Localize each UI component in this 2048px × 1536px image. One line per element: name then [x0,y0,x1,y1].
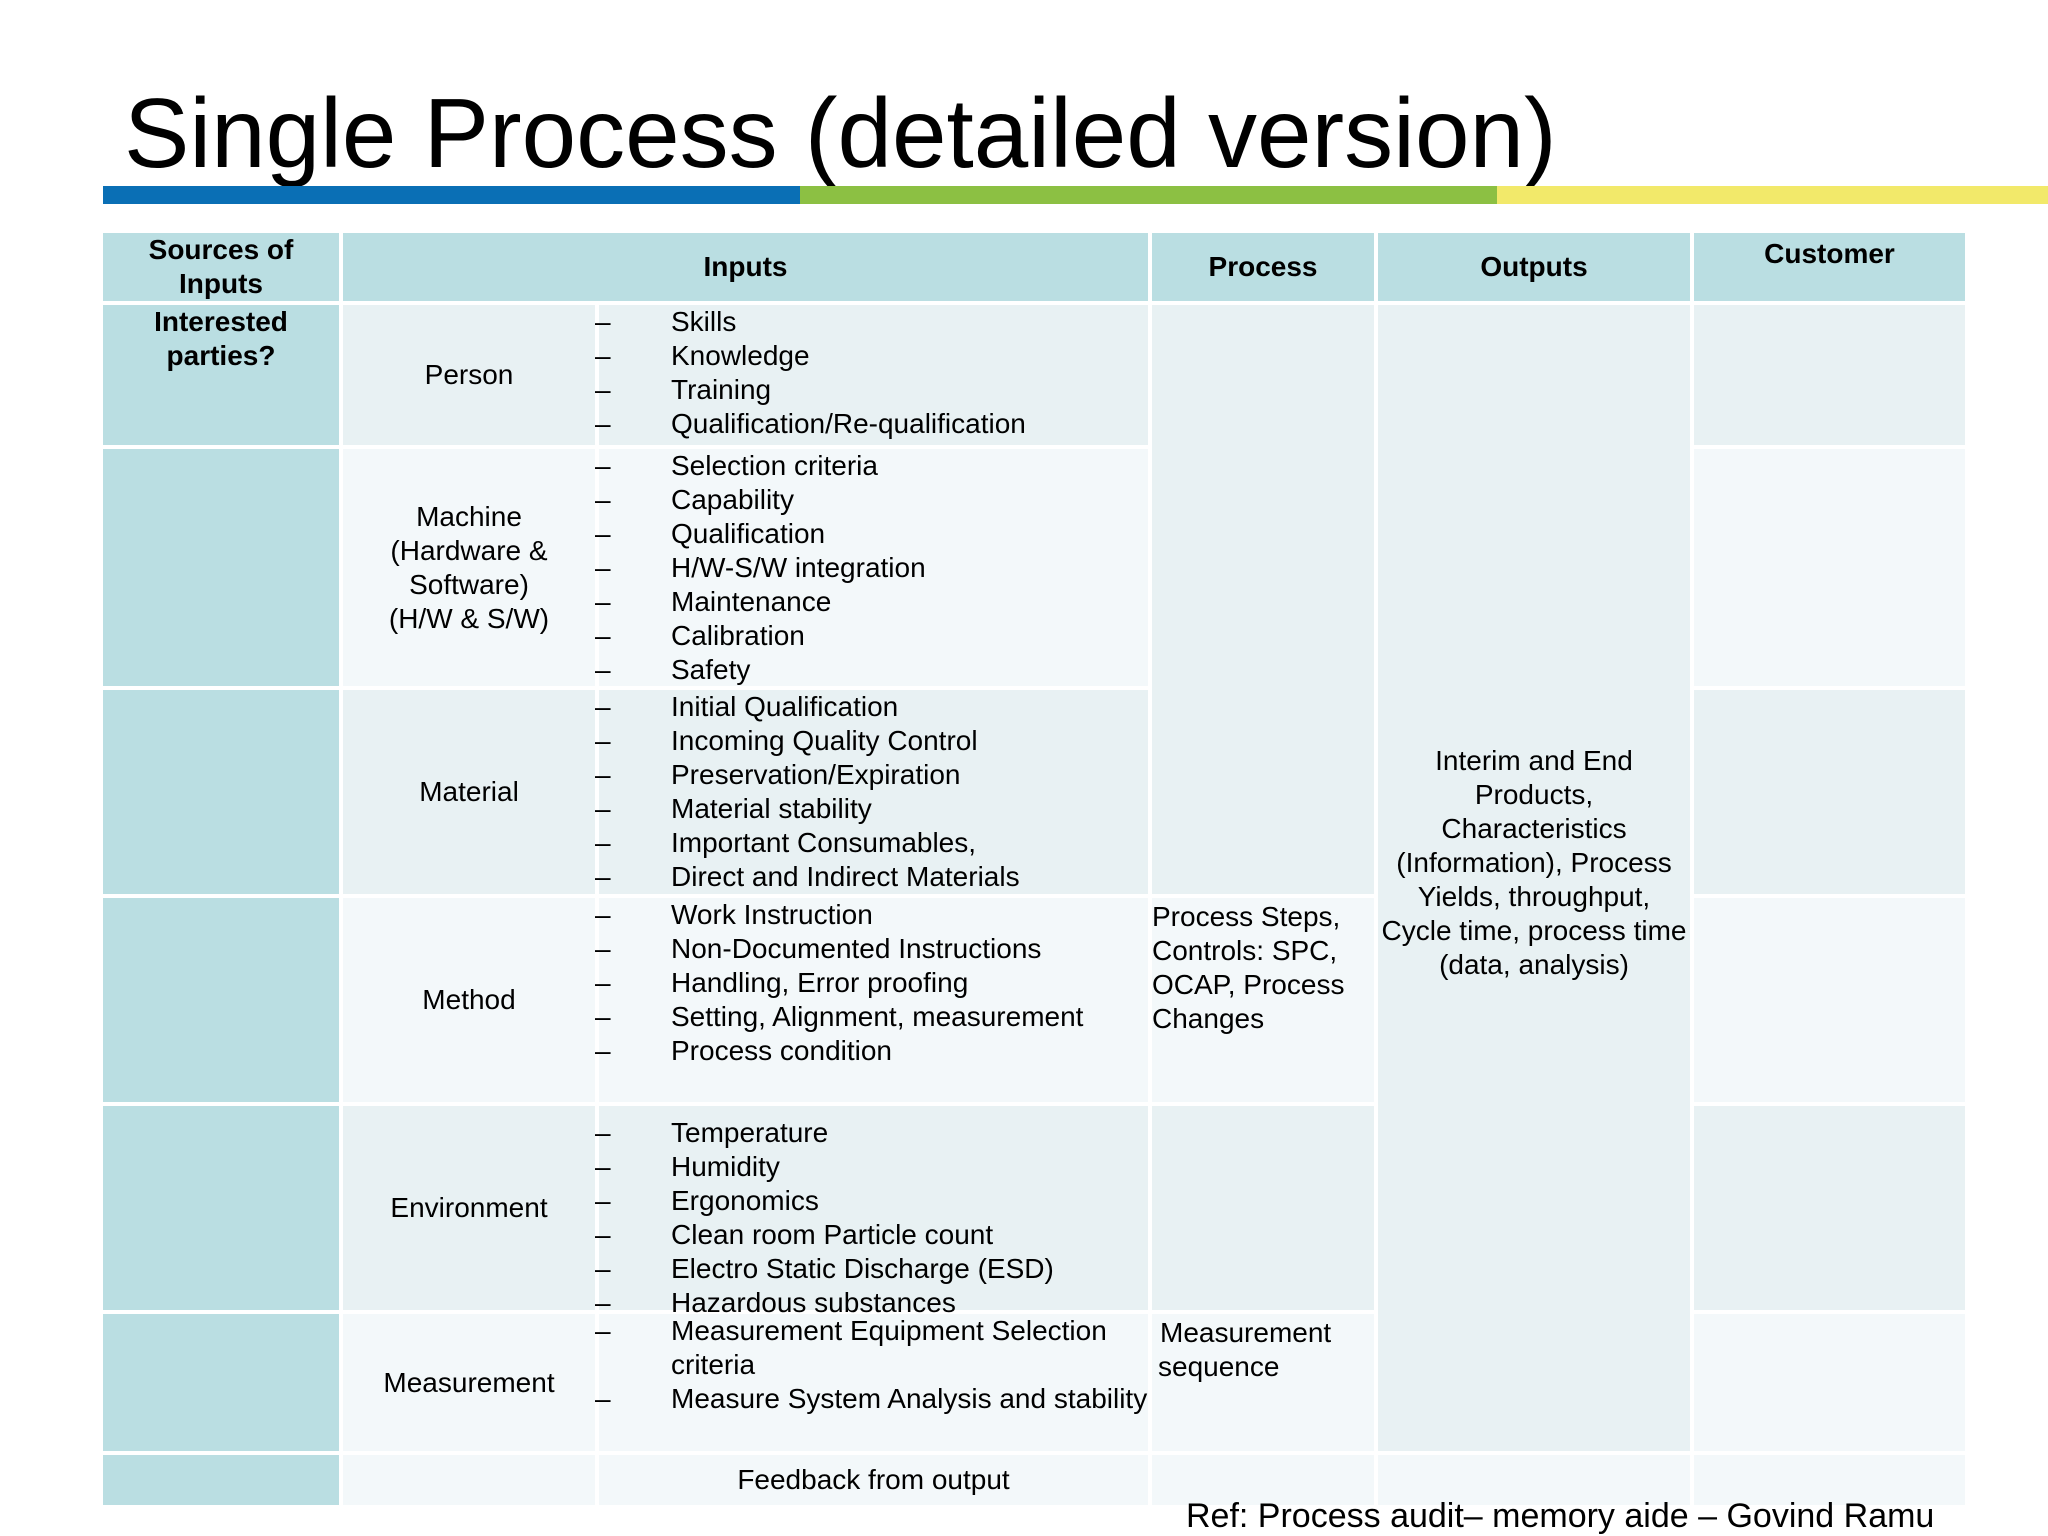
inputs-measurement: –Measurement Equipment Selection criteri… [595,1314,1148,1451]
sources-cell [103,1455,339,1505]
list-item: –Material stability [595,793,872,824]
process-table: Sources of Inputs Inputs Process Outputs… [103,233,1965,1505]
header-customer: Customer [1694,233,1965,301]
customer-cell [1694,1106,1965,1310]
list-item: –Qualification/Re-qualification [595,408,1026,439]
category-method: Method [343,898,595,1102]
customer-cell [1694,898,1965,1102]
feedback-row-cell [343,1455,595,1505]
feedback-row-cell [1378,1455,1690,1505]
sources-cell [103,1314,339,1451]
list-item: –Initial Qualification [595,691,899,722]
category-material: Material [343,690,595,894]
category-label: Environment [390,1192,548,1223]
title-underline-green [800,186,1497,204]
title-underline-yellow [1497,186,2048,204]
category-label: Person [424,359,514,390]
header-inputs: Inputs [343,233,1148,301]
page-title: Single Process (detailed version) [124,78,1557,188]
list-item: –Electro Static Discharge (ESD) [595,1253,1054,1284]
outputs-cell: Interim and End Products, Characteristic… [1378,305,1690,1451]
list-item: –Direct and Indirect Materials [595,861,1020,892]
list-item: –Measurement Equipment Selection criteri… [595,1315,1107,1380]
list-item: –Skills [595,306,737,337]
list-item: –Training [595,374,772,405]
list-item: –Maintenance [595,586,832,617]
process-method-text: Process Steps, Controls: SPC, OCAP, Proc… [1152,901,1345,1034]
process-cell-empty [1152,1106,1374,1310]
list-item: –Ergonomics [595,1185,819,1216]
outputs-text: Interim and End Products, Characteristic… [1381,745,1687,980]
list-item: –Handling, Error proofing [595,967,969,998]
list-item: –Setting, Alignment, measurement [595,1001,1084,1032]
list-item: –Measure System Analysis and stability [595,1383,1148,1414]
list-item: –Non-Documented Instructions [595,933,1042,964]
title-underline-blue [103,186,800,204]
customer-cell [1694,1314,1965,1451]
inputs-method: –Work Instruction –Non-Documented Instru… [595,898,1148,1102]
list-item: –Work Instruction [595,899,873,930]
list-item: –Selection criteria [595,450,878,481]
inputs-machine: –Selection criteria –Capability –Qualifi… [595,449,1148,686]
list-item: –Temperature [595,1117,829,1148]
list-item: –Incoming Quality Control [595,725,978,756]
process-cell-empty [1152,305,1374,894]
header-outputs: Outputs [1378,233,1690,301]
feedback-row-cell [1694,1455,1965,1505]
list-item: –Process condition [595,1035,893,1066]
sources-cell [103,449,339,686]
list-item: –Calibration [595,620,805,651]
list-item: –Important Consumables, [595,827,977,858]
list-item: –H/W-S/W integration [595,552,926,583]
reference-note: Ref: Process audit– memory aide – Govind… [1186,1497,1935,1535]
feedback-from-output: Feedback from output [599,1455,1148,1505]
inputs-environment: –Temperature –Humidity –Ergonomics –Clea… [595,1106,1148,1318]
list-item: –Knowledge [595,340,810,371]
list-item: –Capability [595,484,794,515]
inputs-material: –Initial Qualification –Incoming Quality… [595,690,1148,894]
process-measurement-text: Measurement sequence [1158,1317,1332,1382]
process-measurement: Measurement sequence [1152,1314,1374,1451]
sources-interested-parties: Interested parties? [103,305,339,445]
list-item: –Preservation/Expiration [595,759,961,790]
list-item: –Safety [595,654,751,685]
header-process: Process [1152,233,1374,301]
category-label: Measurement [383,1366,555,1398]
category-label: Machine (Hardware & Software) (H/W & S/W… [388,500,550,634]
sources-cell [103,898,339,1102]
list-item: –Qualification [595,518,826,549]
list-item: –Hazardous substances [595,1287,956,1318]
sources-cell [103,690,339,894]
sources-cell [103,1106,339,1310]
category-machine: Machine (Hardware & Software) (H/W & S/W… [343,449,595,686]
feedback-label: Feedback from output [737,1464,1010,1495]
category-measurement: Measurement [343,1314,595,1451]
process-method: Process Steps, Controls: SPC, OCAP, Proc… [1152,898,1374,1102]
customer-cell [1694,690,1965,894]
category-person: Person [343,305,595,445]
sources-interested-parties-label: Interested parties? [154,306,288,371]
customer-cell [1694,305,1965,445]
customer-cell [1694,449,1965,686]
list-item: –Humidity [595,1151,780,1182]
category-environment: Environment [343,1106,595,1310]
category-label: Method [422,984,516,1015]
inputs-person: –Skills –Knowledge –Training –Qualificat… [595,305,1148,445]
list-item: –Clean room Particle count [595,1219,994,1250]
category-label: Material [419,776,519,807]
header-sources: Sources of Inputs [103,233,339,301]
feedback-row-cell [1152,1455,1374,1505]
